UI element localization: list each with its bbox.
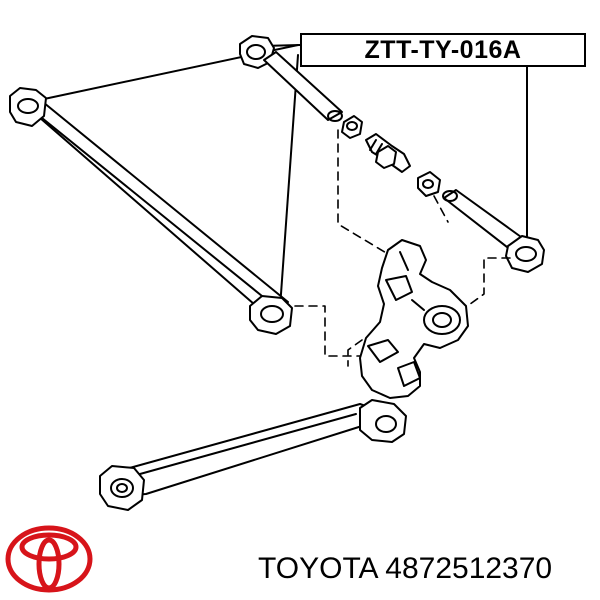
- bushing-lower-arm-front: [99, 465, 145, 511]
- assembly-dash-lines: [294, 129, 511, 367]
- toyota-logo-icon: [5, 525, 93, 593]
- brand-name: TOYOTA: [258, 552, 377, 585]
- part-label: ZTT-TY-016A: [364, 35, 522, 64]
- bushing-lower-arm-rear: [359, 399, 407, 443]
- part-number: 4872512370: [385, 552, 553, 585]
- part-label-box: ZTT-TY-016A: [300, 33, 586, 67]
- lower-trailing-arm: [99, 399, 407, 511]
- part-number-caption: TOYOTA 4872512370: [258, 552, 552, 586]
- bushing-left-end: [9, 87, 47, 127]
- adjusting-bolt: [341, 115, 441, 197]
- leader-lines: [25, 41, 532, 314]
- rear-arm-right: [442, 189, 545, 273]
- lateral-arm-lower: [9, 87, 293, 335]
- bushing-arm-knuckle-end: [249, 295, 293, 335]
- knuckle-carrier: [359, 239, 469, 399]
- toe-link-arm: [239, 35, 343, 122]
